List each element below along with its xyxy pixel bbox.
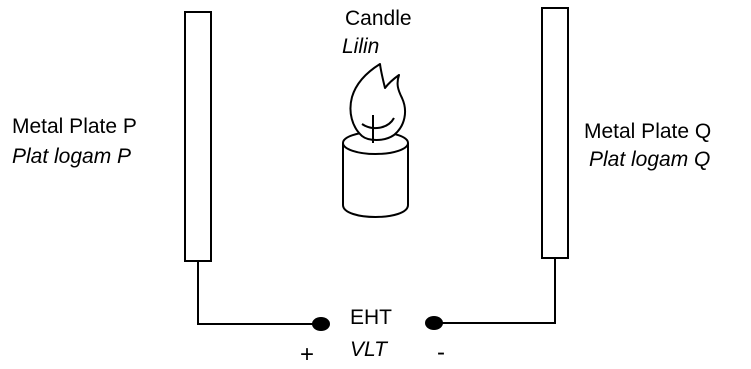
metal-plate-q bbox=[541, 7, 569, 259]
negative-sign: - bbox=[437, 339, 445, 366]
candle-label-translation: Lilin bbox=[342, 35, 379, 58]
wire-plate-p bbox=[197, 261, 318, 325]
candle-flame-inner bbox=[361, 117, 395, 130]
plate-p-label-translation: Plat logam P bbox=[12, 145, 131, 168]
candle-label: Candle bbox=[345, 7, 412, 30]
metal-plate-p bbox=[184, 11, 212, 262]
wire-plate-q bbox=[438, 258, 556, 324]
negative-terminal bbox=[425, 316, 443, 330]
positive-terminal bbox=[312, 317, 330, 331]
plate-q-label-translation: Plat logam Q bbox=[589, 148, 710, 171]
supply-label: EHT bbox=[350, 306, 392, 329]
supply-label-translation: VLT bbox=[350, 338, 389, 361]
candle bbox=[342, 63, 409, 218]
positive-sign: + bbox=[300, 341, 314, 368]
candle-body bbox=[342, 143, 409, 218]
plate-q-label: Metal Plate Q bbox=[584, 120, 711, 143]
plate-p-label: Metal Plate P bbox=[12, 115, 137, 138]
